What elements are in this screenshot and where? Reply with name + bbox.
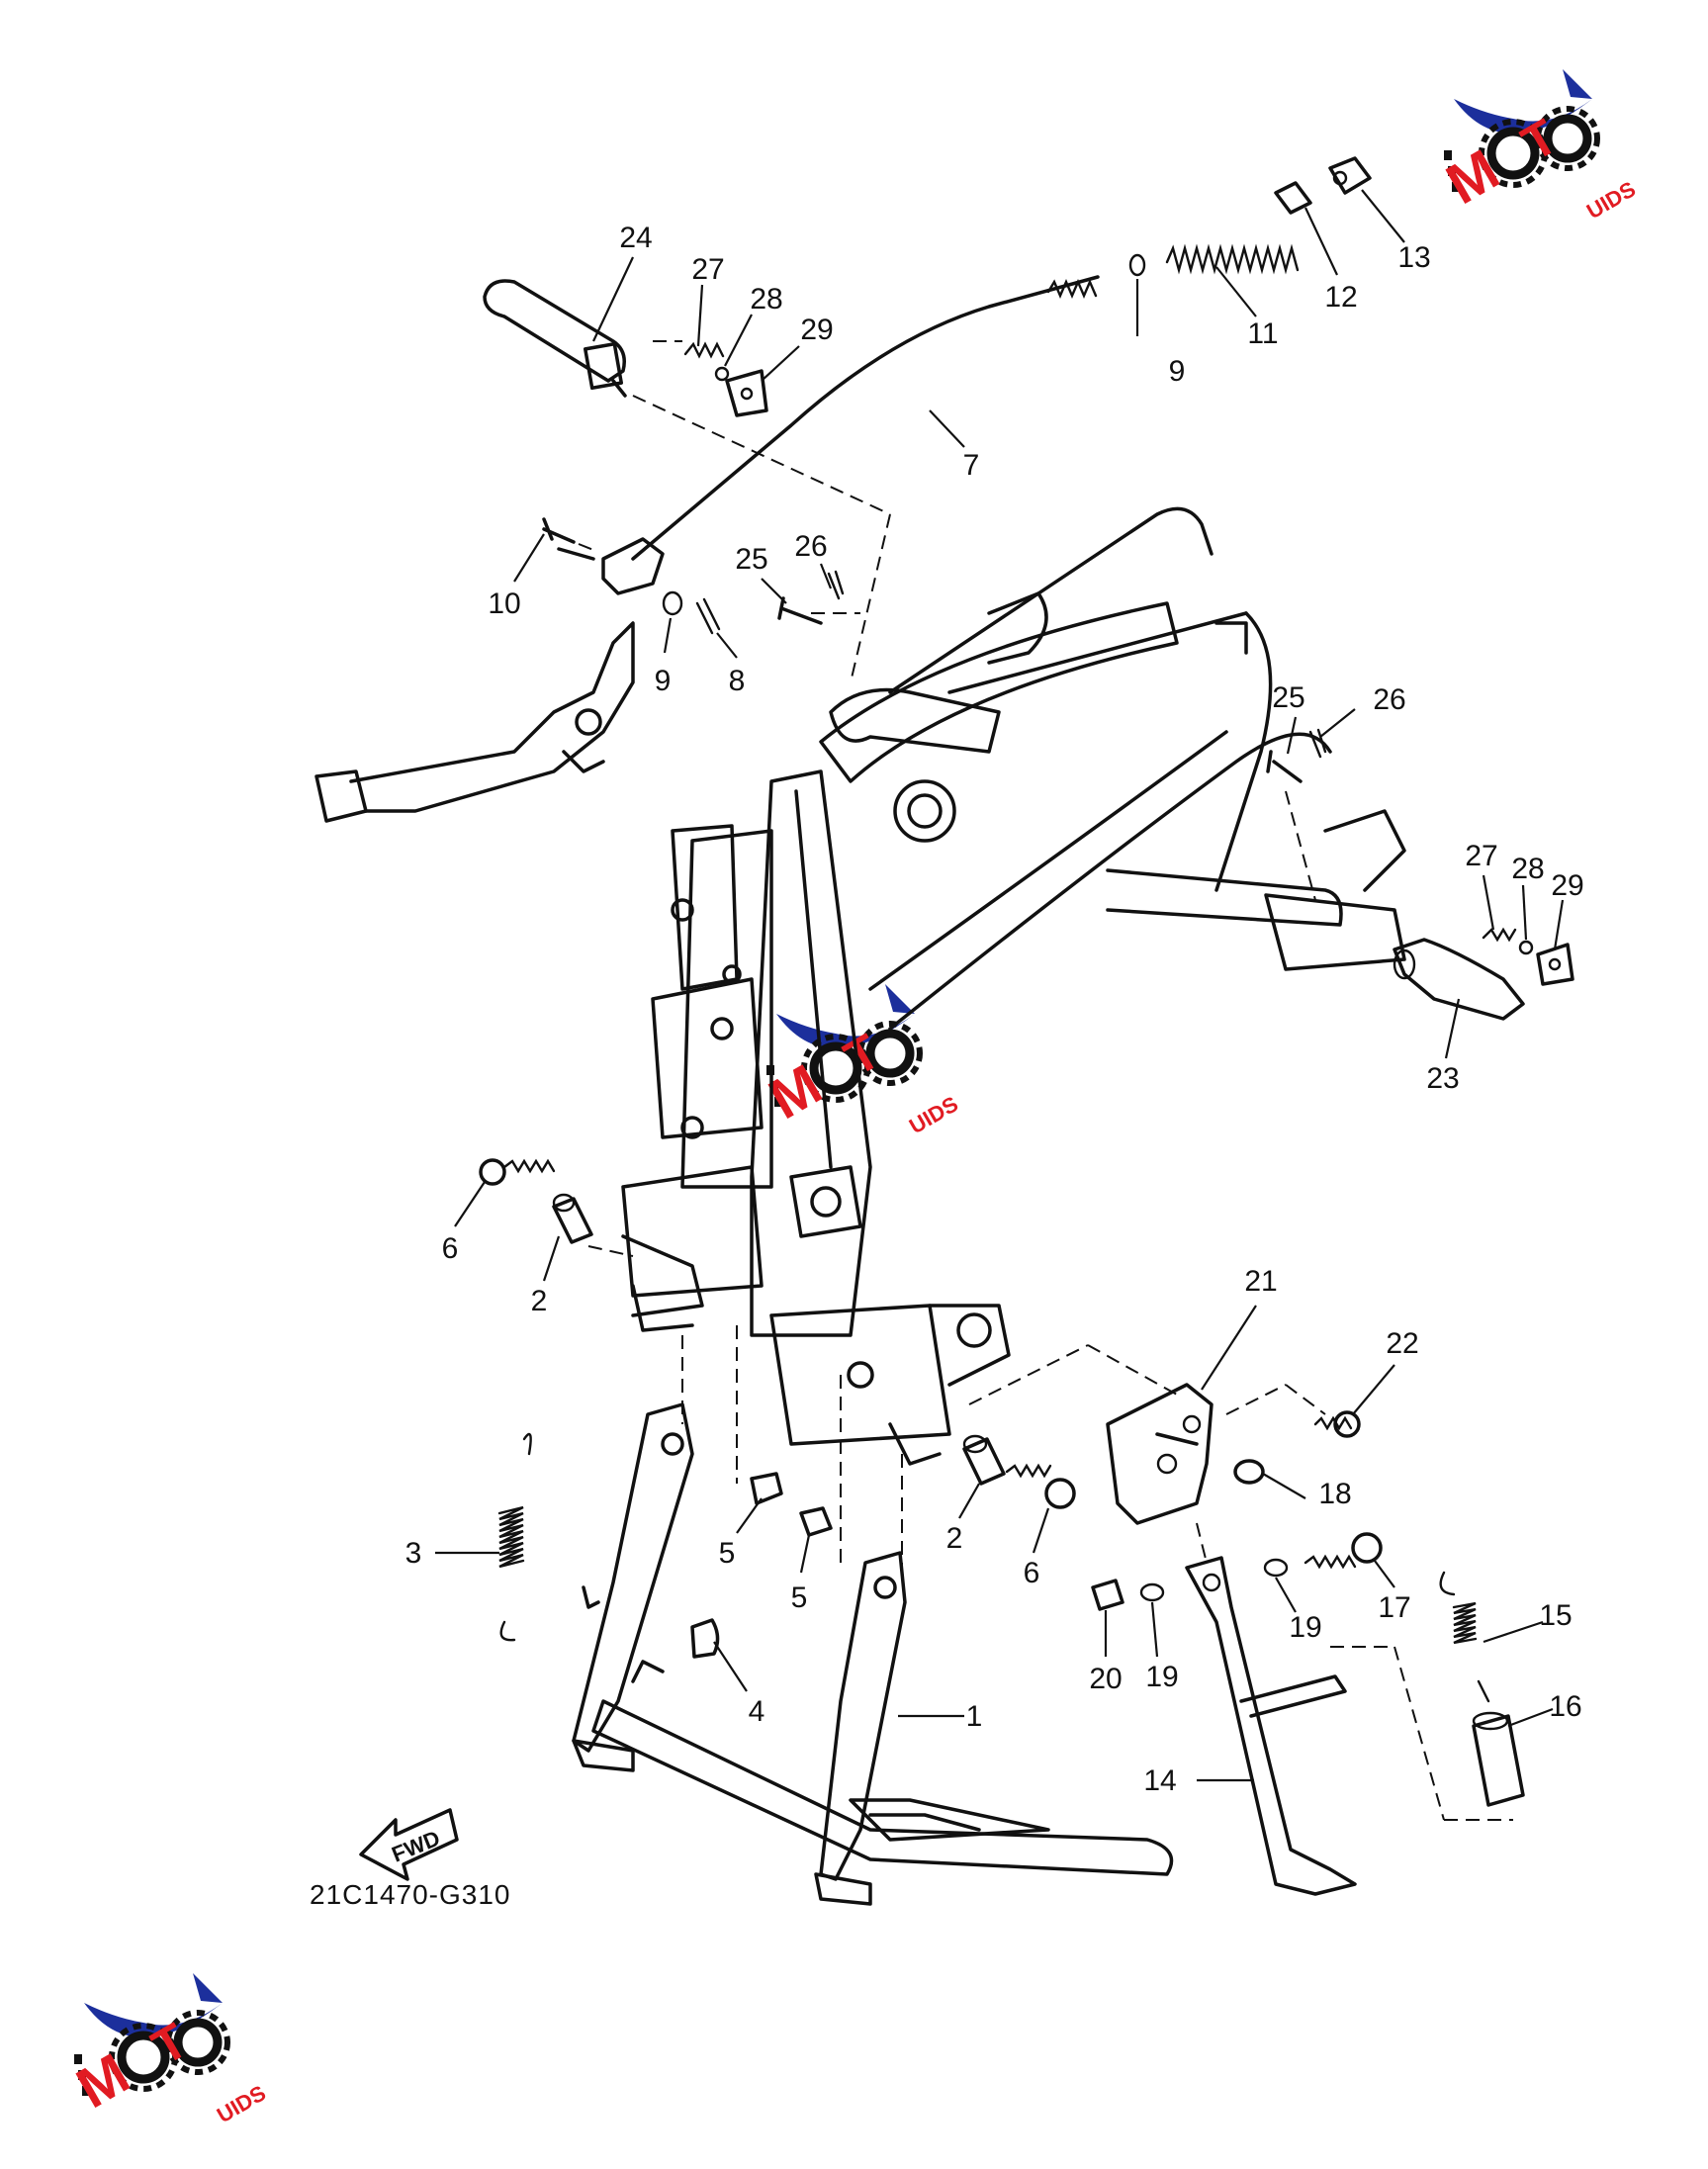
callout-17: 17 [1378,1591,1410,1624]
callout-5-right: 5 [791,1582,808,1614]
part-5-nut-left [750,1472,783,1505]
callout-15: 15 [1539,1599,1572,1632]
assembly-lines [578,340,1513,1821]
brand-logo-top-right: M T UIDS [1436,69,1640,224]
part-6-bolt-left [479,1158,556,1186]
callout-2-left: 2 [531,1285,548,1317]
fwd-direction-arrow: FWD [359,1808,459,1881]
callout-25-upper: 25 [735,543,767,576]
part-2-collar-left [552,1193,593,1244]
svg-text:M: M [66,2041,139,2121]
callout-8: 8 [729,665,746,697]
part-27-spring-upper [683,341,725,359]
part-9-washer-upper [1128,253,1146,277]
callout-29-lower: 29 [1551,869,1583,902]
frame-assembly [621,506,1406,1466]
part-22-bolt [1313,1410,1361,1438]
part-10-pin-bolt [542,517,595,561]
part-12-joint [1274,181,1312,215]
brake-pedal [315,621,635,823]
callout-22: 22 [1386,1327,1418,1360]
part-1-main-stand [572,1402,1174,1906]
callout-4: 4 [749,1695,765,1728]
part-19-washer-right [1263,1558,1289,1578]
svg-text:UIDS: UIDS [905,1091,962,1138]
part-28-ball-lower [1518,940,1534,955]
callout-28-upper: 28 [750,283,782,316]
part-17-bolt [1303,1532,1383,1570]
part-8-cotter-pin [695,597,721,635]
part-6-bolt-right [1005,1463,1076,1509]
callout-27-upper: 27 [691,253,724,286]
callout-11: 11 [1247,317,1278,350]
part-25-pin-upper [777,596,823,625]
callout-7: 7 [963,449,980,482]
brand-logo-center: M T UIDS [759,984,962,1138]
callout-13: 13 [1397,241,1430,274]
part-26-cotter-lower [1308,728,1327,759]
callout-19-right: 19 [1289,1611,1321,1644]
callout-16: 16 [1549,1690,1581,1723]
callout-14: 14 [1143,1764,1176,1797]
callout-9-upper: 9 [1169,355,1186,388]
part-26-cotter-upper [827,570,845,600]
callout-26-upper: 26 [794,530,827,563]
callout-2-right: 2 [946,1522,963,1555]
callout-5-left: 5 [719,1537,736,1570]
callout-1: 1 [966,1700,983,1733]
part-4-stopper [690,1618,720,1659]
part-2-collar-right [962,1434,1006,1486]
callout-20: 20 [1089,1663,1122,1695]
svg-text:M: M [1436,137,1509,217]
callout-26-lower: 26 [1373,683,1405,716]
part-11-spring [1165,243,1300,275]
part-13-nut [1328,156,1372,195]
part-28-ball-upper [714,366,730,382]
diagram-code: 21C1470-G310 [310,1879,510,1910]
brand-logo-bottom-left: M T UIDS [66,1973,270,2127]
part-3-spring [497,1432,532,1642]
part-16-collar [1472,1711,1525,1807]
part-29-plate-upper [725,369,768,417]
part-24-footrest-rear [483,279,627,398]
part-21-sidestand-bracket [1106,1383,1214,1525]
callout-10: 10 [488,587,520,620]
part-9-washer-lower [662,590,683,616]
part-27-spring-lower [1482,927,1517,943]
callout-6-right: 6 [1024,1557,1040,1589]
svg-text:UIDS: UIDS [213,2080,270,2127]
part-29-plate-lower [1536,943,1574,986]
part-20-nut [1091,1579,1124,1611]
part-18-nut [1233,1459,1265,1485]
part-5-nut-right [799,1506,833,1537]
part-25-pin-lower [1266,750,1303,783]
part-23-footrest-front [1393,938,1525,1021]
part-rod-clevis [601,537,665,595]
part-14-side-stand [1185,1556,1357,1896]
callout-12: 12 [1324,281,1357,314]
callout-27-lower: 27 [1465,840,1497,872]
part-15-spring [1439,1571,1490,1703]
callout-21: 21 [1244,1265,1277,1298]
leader-lines [435,189,1565,1782]
callout-23: 23 [1426,1062,1459,1095]
callout-6-left: 6 [442,1232,459,1265]
callout-25-lower: 25 [1272,681,1304,714]
callout-24: 24 [619,222,652,254]
part-19-washer-left [1139,1582,1165,1602]
callout-18: 18 [1318,1478,1351,1510]
svg-text:UIDS: UIDS [1582,176,1640,224]
callout-29-upper: 29 [800,314,833,346]
callout-numbers: 24 27 28 29 9 11 12 13 7 10 9 8 25 26 25… [405,222,1584,1797]
callout-19-left: 19 [1145,1661,1178,1693]
part-7-brake-rod [631,275,1100,561]
callout-3: 3 [405,1537,422,1570]
callout-9-lower: 9 [655,665,672,697]
callout-28-lower: 28 [1511,853,1544,885]
